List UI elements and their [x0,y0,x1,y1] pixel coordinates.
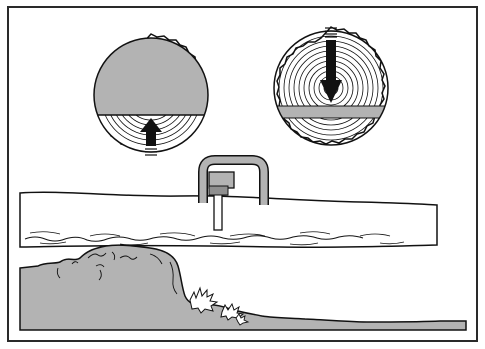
illustration-figure [0,0,485,349]
illustration-canvas [0,0,485,349]
